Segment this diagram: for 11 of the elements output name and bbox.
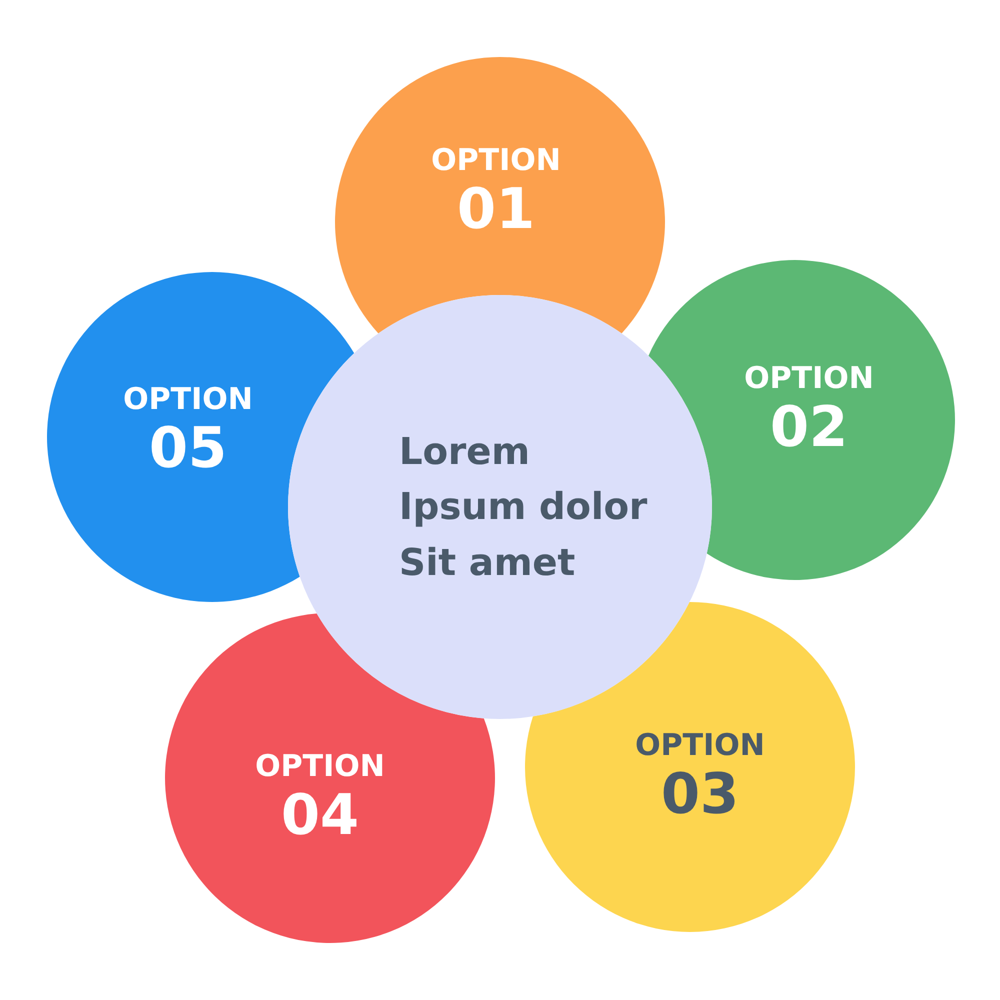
option-number: 04 bbox=[281, 785, 359, 847]
option-label: OPTION bbox=[744, 361, 874, 398]
option-label: OPTION bbox=[255, 749, 385, 786]
option-label: OPTION bbox=[431, 143, 561, 180]
center-text: Lorem Ipsum dolor Sit amet bbox=[399, 428, 648, 586]
option-number: 03 bbox=[661, 764, 739, 826]
option-label: OPTION bbox=[123, 382, 253, 418]
option-label: OPTION bbox=[635, 728, 765, 764]
option-number: 01 bbox=[457, 179, 535, 241]
option-number: 05 bbox=[149, 418, 227, 480]
option-number: 02 bbox=[770, 397, 848, 459]
